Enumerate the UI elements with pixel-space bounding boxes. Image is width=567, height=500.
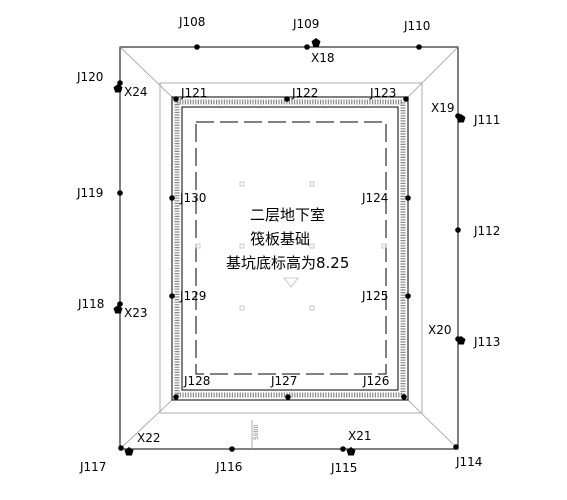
point-j127 <box>285 394 291 400</box>
label-j129: J129 <box>179 289 206 303</box>
marker-labels: X18 X19 X20 X21 X22 X23 X24 <box>124 51 455 445</box>
label-j110: J110 <box>403 19 430 33</box>
label-j128: J128 <box>183 374 210 388</box>
svg-text:5000: 5000 <box>253 425 260 440</box>
point-j128 <box>173 394 179 400</box>
label-x24: X24 <box>124 85 148 99</box>
label-j116: J116 <box>215 460 242 474</box>
slope-lines <box>119 46 459 450</box>
point-j123 <box>403 96 409 102</box>
point-j110 <box>416 44 422 50</box>
label-j125: J125 <box>361 289 388 303</box>
label-j120: J120 <box>76 70 103 84</box>
point-j117 <box>118 445 124 451</box>
point-j124 <box>405 195 411 201</box>
marker-x23 <box>113 305 123 314</box>
label-j113: J113 <box>473 335 500 349</box>
point-j126 <box>401 394 407 400</box>
label-j122: J122 <box>291 86 318 100</box>
point-labels: J108 J109 J110 J111 J112 J113 J114 J115 … <box>76 15 500 475</box>
pit-bottom-outline <box>181 106 399 391</box>
point-j118 <box>117 301 123 307</box>
label-x22: X22 <box>137 431 161 445</box>
label-j130: J130 <box>179 191 206 205</box>
label-x21: X21 <box>348 429 372 443</box>
marker-x21 <box>346 447 356 456</box>
label-j121: J121 <box>180 86 207 100</box>
point-j125 <box>405 293 411 299</box>
marker-x22 <box>124 447 134 456</box>
label-j126: J126 <box>362 374 389 388</box>
outer-boundary <box>119 46 459 450</box>
raft-outline <box>195 121 387 375</box>
point-j112 <box>455 227 461 233</box>
marker-x19 <box>456 114 466 123</box>
survey-markers <box>113 38 466 456</box>
point-j121 <box>173 96 179 102</box>
point-j120 <box>117 80 123 86</box>
label-j118: J118 <box>77 297 104 311</box>
label-j111: J111 <box>473 113 500 127</box>
point-j122 <box>284 96 290 102</box>
label-x20: X20 <box>428 323 452 337</box>
point-j119 <box>117 190 123 196</box>
point-j116 <box>229 446 235 452</box>
slope-step-line <box>159 82 423 414</box>
point-markers <box>117 44 461 452</box>
label-j115: J115 <box>330 461 357 475</box>
point-j108 <box>194 44 200 50</box>
label-x19: X19 <box>431 101 455 115</box>
dimension-mark: 5000 <box>251 420 260 449</box>
label-j108: J108 <box>178 15 205 29</box>
label-j112: J112 <box>473 224 500 238</box>
pit-label-line2: 筏板基础 <box>250 230 310 248</box>
marker-x24 <box>113 84 123 93</box>
retaining-pile-row <box>174 99 406 398</box>
label-j124: J124 <box>361 191 388 205</box>
marker-x20 <box>456 336 466 345</box>
marker-x18 <box>311 38 321 47</box>
pit-top-edge <box>171 96 409 401</box>
interior-piles <box>195 181 387 311</box>
label-j127: J127 <box>270 374 297 388</box>
label-j109: J109 <box>292 17 319 31</box>
point-j129 <box>169 293 175 299</box>
point-j130 <box>169 195 175 201</box>
label-x23: X23 <box>124 306 148 320</box>
label-j117: J117 <box>79 460 106 474</box>
label-j119: J119 <box>76 186 103 200</box>
label-j123: J123 <box>369 86 396 100</box>
point-j109 <box>304 44 310 50</box>
label-x18: X18 <box>311 51 335 65</box>
label-j114: J114 <box>455 455 482 469</box>
pit-label-line1: 二层地下室 <box>250 206 325 224</box>
point-j115 <box>340 446 346 452</box>
point-j114 <box>453 444 459 450</box>
pit-label-line3: 基坑底标高为8.25 <box>226 254 349 272</box>
